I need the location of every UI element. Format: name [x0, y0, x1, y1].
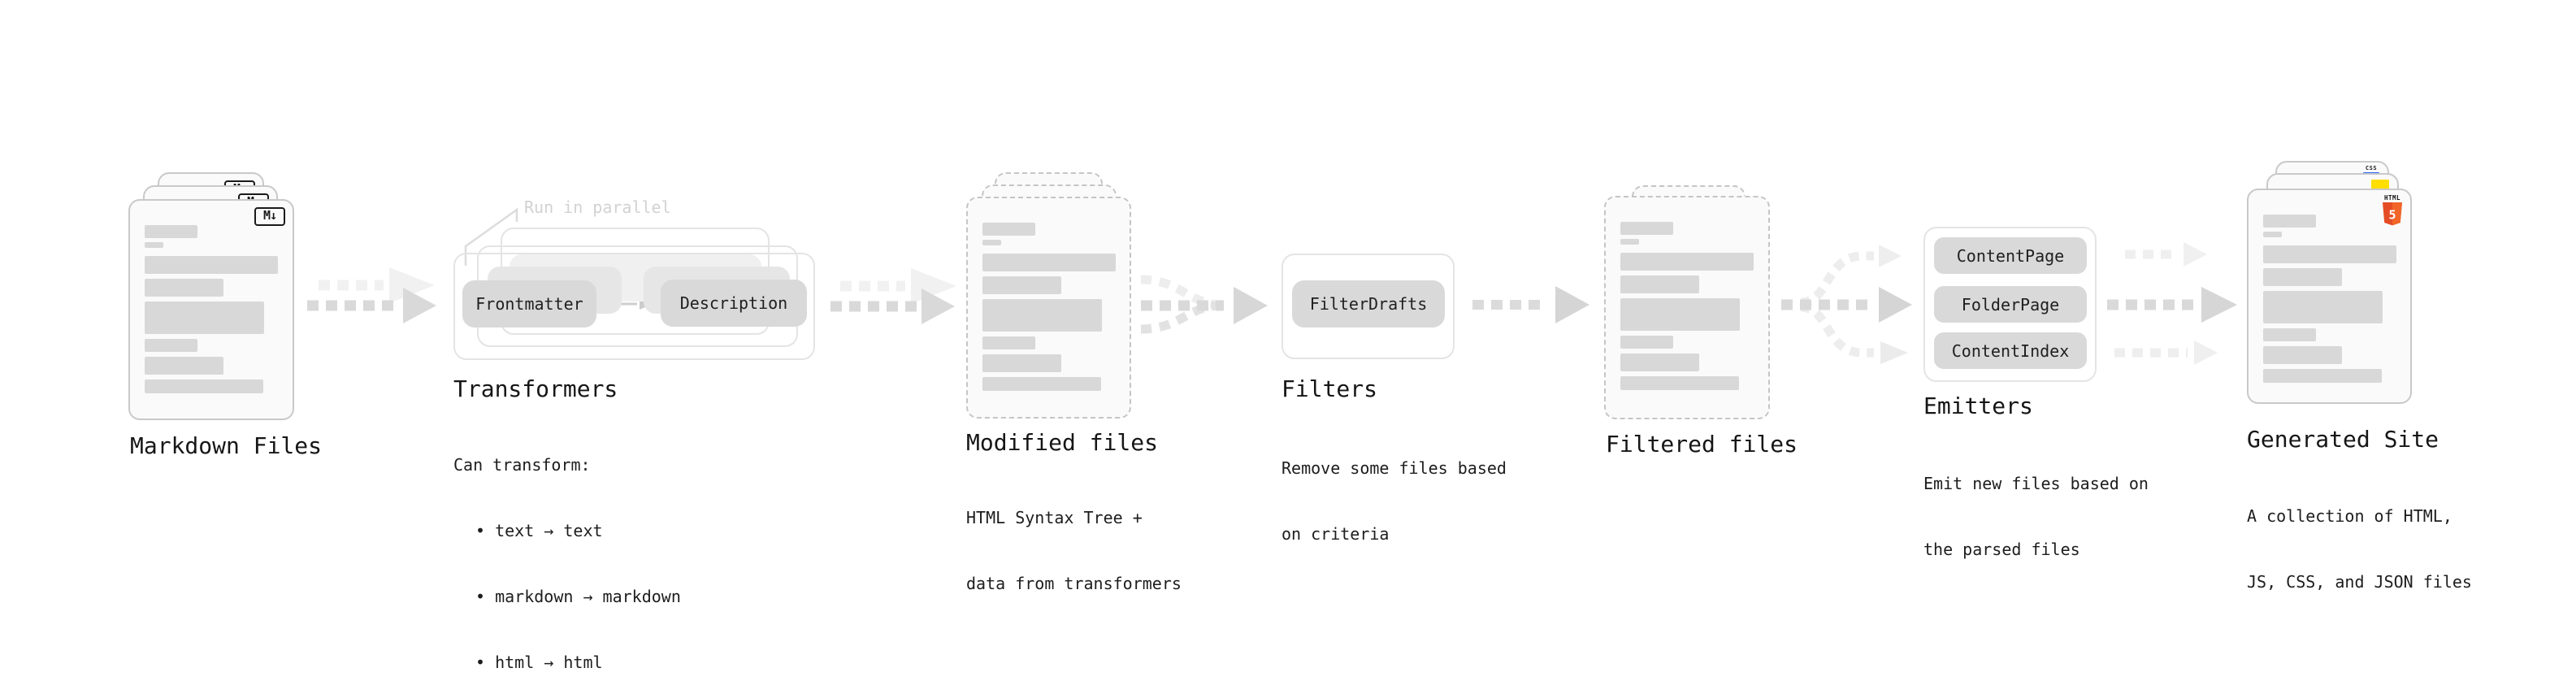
- doc-placeholder-bar: [2263, 369, 2382, 383]
- description-line: Remove some files based: [1281, 458, 1507, 478]
- doc-placeholder-bar: [1620, 336, 1673, 349]
- js-icon: [2371, 180, 2389, 189]
- doc-placeholder-bar: [982, 377, 1101, 391]
- generated-site-group: CSS HTML 5: [2247, 161, 2422, 421]
- doc-placeholder-bar: [1620, 239, 1639, 245]
- emitters-title: Emitters: [1923, 393, 2033, 419]
- description-line: HTML Syntax Tree +: [966, 508, 1143, 527]
- doc-placeholder-bar: [982, 223, 1035, 236]
- generated-site-description: A collection of HTML, JS, CSS, and JSON …: [2247, 462, 2472, 637]
- description-line: A collection of HTML,: [2247, 506, 2452, 526]
- doc-placeholder-bar: [145, 357, 223, 375]
- filters-title: Filters: [1281, 375, 1378, 402]
- transform-bullet: • text → text: [475, 521, 603, 540]
- emitters-description: Emit new files based on the parsed files: [1923, 429, 2149, 605]
- doc-placeholder-bar: [2263, 268, 2342, 286]
- description-line: on criteria: [1281, 524, 1390, 544]
- filters-box: [1281, 254, 1455, 359]
- doc-placeholder-bar: [145, 339, 197, 352]
- transformers-title: Transformers: [453, 375, 618, 402]
- doc-placeholder-bar: [2263, 346, 2342, 364]
- markdown-files-title: Markdown Files: [130, 432, 323, 459]
- doc-placeholder-bar: [145, 301, 264, 334]
- can-transform-label: Can transform:: [453, 455, 591, 475]
- description-line: Emit new files based on: [1923, 474, 2149, 493]
- folderpage-pill: FolderPage: [1934, 286, 2087, 323]
- doc-placeholder-bar: [982, 299, 1102, 332]
- doc-placeholder-bar: [145, 279, 223, 297]
- arrow-transformers-to-modified: [830, 268, 956, 324]
- generated-page-html: HTML 5: [2247, 189, 2412, 404]
- doc-placeholder-bar: [1620, 275, 1699, 293]
- arrow-filtered-to-emitters: [1781, 245, 1912, 364]
- contentpage-pill: ContentPage: [1934, 237, 2087, 274]
- svg-text:5: 5: [2388, 208, 2396, 223]
- filtered-files-title: Filtered files: [1606, 431, 1798, 458]
- doc-placeholder-bar: [2263, 232, 2282, 237]
- doc-placeholder-bar: [982, 276, 1061, 294]
- arrow-filters-to-filtered: [1472, 286, 1589, 323]
- transform-bullet: • html → html: [475, 653, 603, 672]
- css-icon-label: CSS: [2365, 165, 2378, 171]
- doc-placeholder-bar: [1620, 222, 1673, 235]
- html5-shield-icon: 5: [2383, 202, 2402, 226]
- modified-files-description: HTML Syntax Tree + data from transformer…: [966, 463, 1182, 639]
- transformers-description: Can transform: • text → text • markdown …: [453, 410, 681, 681]
- doc-placeholder-bar: [982, 240, 1001, 245]
- filters-description: Remove some files based on criteria: [1281, 414, 1507, 589]
- doc-placeholder-bar: [2263, 291, 2383, 323]
- doc-placeholder-bar: [2263, 215, 2316, 228]
- modified-files-group: [966, 172, 1137, 432]
- filterdrafts-pill: FilterDrafts: [1292, 280, 1445, 327]
- doc-placeholder-bar: [145, 242, 163, 248]
- doc-placeholder-bar: [145, 225, 197, 238]
- description-line: the parsed files: [1923, 540, 2080, 559]
- doc-placeholder-bar: [982, 336, 1035, 349]
- doc-placeholder-bar: [982, 254, 1116, 271]
- contentindex-pill: ContentIndex: [1934, 332, 2087, 369]
- doc-placeholder-bar: [1620, 253, 1754, 271]
- arrow-modified-to-filters: [1140, 275, 1268, 334]
- frontmatter-pill: Frontmatter: [462, 280, 596, 327]
- arrow-emitters-to-generated: [2107, 242, 2237, 365]
- description-pill: Description: [661, 280, 807, 327]
- doc-placeholder-bar: [982, 354, 1061, 372]
- modified-page-front: [966, 197, 1131, 419]
- description-line: data from transformers: [966, 574, 1182, 593]
- transform-bullet: • markdown → markdown: [475, 587, 681, 606]
- doc-placeholder-bar: [1620, 298, 1740, 331]
- emitters-box: [1923, 227, 2097, 382]
- doc-placeholder-bar: [145, 380, 263, 393]
- html5-icon: HTML 5: [2381, 194, 2404, 226]
- doc-placeholder-bar: [145, 256, 278, 274]
- filtered-files-group: [1604, 185, 1776, 429]
- generated-site-title: Generated Site: [2247, 426, 2439, 453]
- markdown-files-group: M↓ M↓ M↓: [128, 172, 307, 432]
- transformer-row-front: [453, 253, 815, 360]
- doc-placeholder-bar: [2263, 328, 2316, 341]
- html5-icon-label: HTML: [2383, 194, 2401, 202]
- doc-placeholder-bar: [1620, 376, 1739, 390]
- doc-placeholder-bar: [1620, 354, 1699, 371]
- doc-placeholder-bar: [2263, 245, 2396, 263]
- arrow-markdown-to-transformers: [307, 267, 436, 323]
- modified-files-title: Modified files: [966, 429, 1159, 456]
- description-line: JS, CSS, and JSON files: [2247, 572, 2472, 592]
- run-in-parallel-label: Run in parallel: [524, 197, 671, 217]
- filtered-page-front: [1604, 196, 1770, 419]
- markdown-page-front: M↓: [128, 199, 294, 420]
- markdown-icon: M↓: [254, 207, 285, 226]
